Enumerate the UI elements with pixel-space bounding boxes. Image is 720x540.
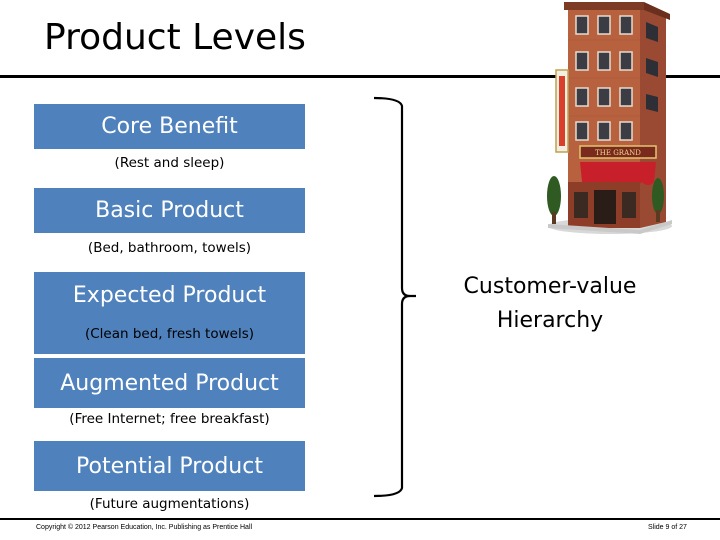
title-divider	[0, 75, 720, 78]
level-basic-product: Basic Product	[34, 188, 305, 233]
level-potential-product: Potential Product	[34, 441, 305, 491]
level-augmented-product-note: (Free Internet; free breakfast)	[69, 411, 270, 427]
customer-value-hierarchy-label: Customer-value Hierarchy	[440, 270, 660, 338]
hotel-sign-text: THE GRAND	[595, 149, 641, 157]
level-expected-product: Expected Product	[34, 272, 305, 354]
hierarchy-line-1: Customer-value	[463, 274, 637, 299]
level-potential-product-note: (Future augmentations)	[89, 496, 250, 512]
slide-number: Slide 9 of 27	[648, 524, 687, 531]
copyright-text: Copyright © 2012 Pearson Education, Inc.…	[36, 524, 253, 531]
slide-title: Product Levels	[44, 17, 306, 58]
footer-divider	[0, 518, 720, 520]
hierarchy-bracket	[373, 96, 416, 498]
level-core-benefit-note: (Rest and sleep)	[114, 155, 225, 171]
hotel-building-image: THE GRAND	[547, 2, 672, 234]
level-basic-product-note: (Bed, bathroom, towels)	[87, 240, 252, 256]
level-expected-product-label: Expected Product	[72, 283, 267, 308]
level-expected-product-note: (Clean bed, fresh towels)	[84, 326, 255, 342]
level-augmented-product: Augmented Product	[34, 358, 305, 408]
hierarchy-line-2: Hierarchy	[496, 308, 604, 333]
level-core-benefit: Core Benefit	[34, 104, 305, 149]
